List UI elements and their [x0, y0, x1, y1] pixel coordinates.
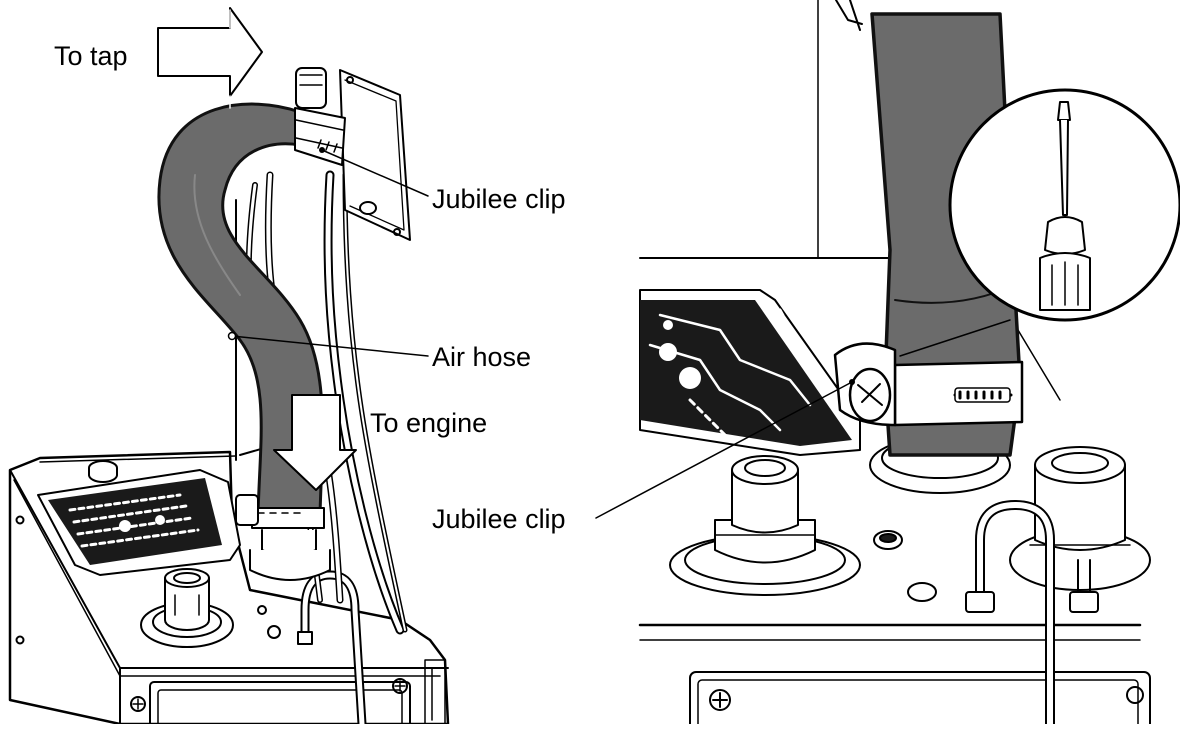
leader-air-hose — [231, 335, 429, 357]
air-hose-label: Air hose — [432, 342, 532, 372]
to-tap-label: To tap — [54, 41, 128, 71]
label-plate-left — [37, 469, 241, 576]
tube-loop-right — [965, 500, 1099, 729]
leader-jubilee-clip-right — [595, 381, 853, 519]
jubilee-clip-label-right: Jubilee clip — [432, 504, 566, 534]
left-panel — [8, 7, 450, 729]
leader-jubilee-clip-left — [321, 149, 429, 197]
screwdriver-inset — [948, 88, 1180, 322]
jubilee-clip-right — [833, 342, 1024, 427]
jubilee-clip-left-top — [294, 67, 346, 166]
cable-loop-left — [297, 570, 367, 729]
outlet-fitting-left — [140, 568, 234, 648]
wall-bracket — [339, 69, 411, 241]
jubilee-clip-label-left: Jubilee clip — [432, 184, 566, 214]
outlet-fitting-right — [669, 455, 861, 596]
right-panel — [595, 0, 1180, 729]
cap-knob-left — [88, 460, 118, 483]
flow-arrow-tap — [157, 7, 263, 109]
jubilee-clip-left-bottom — [235, 494, 331, 581]
to-engine-label: To engine — [370, 408, 488, 438]
screwdriver-icon — [1039, 101, 1091, 311]
flow-arrow-engine — [273, 394, 357, 491]
